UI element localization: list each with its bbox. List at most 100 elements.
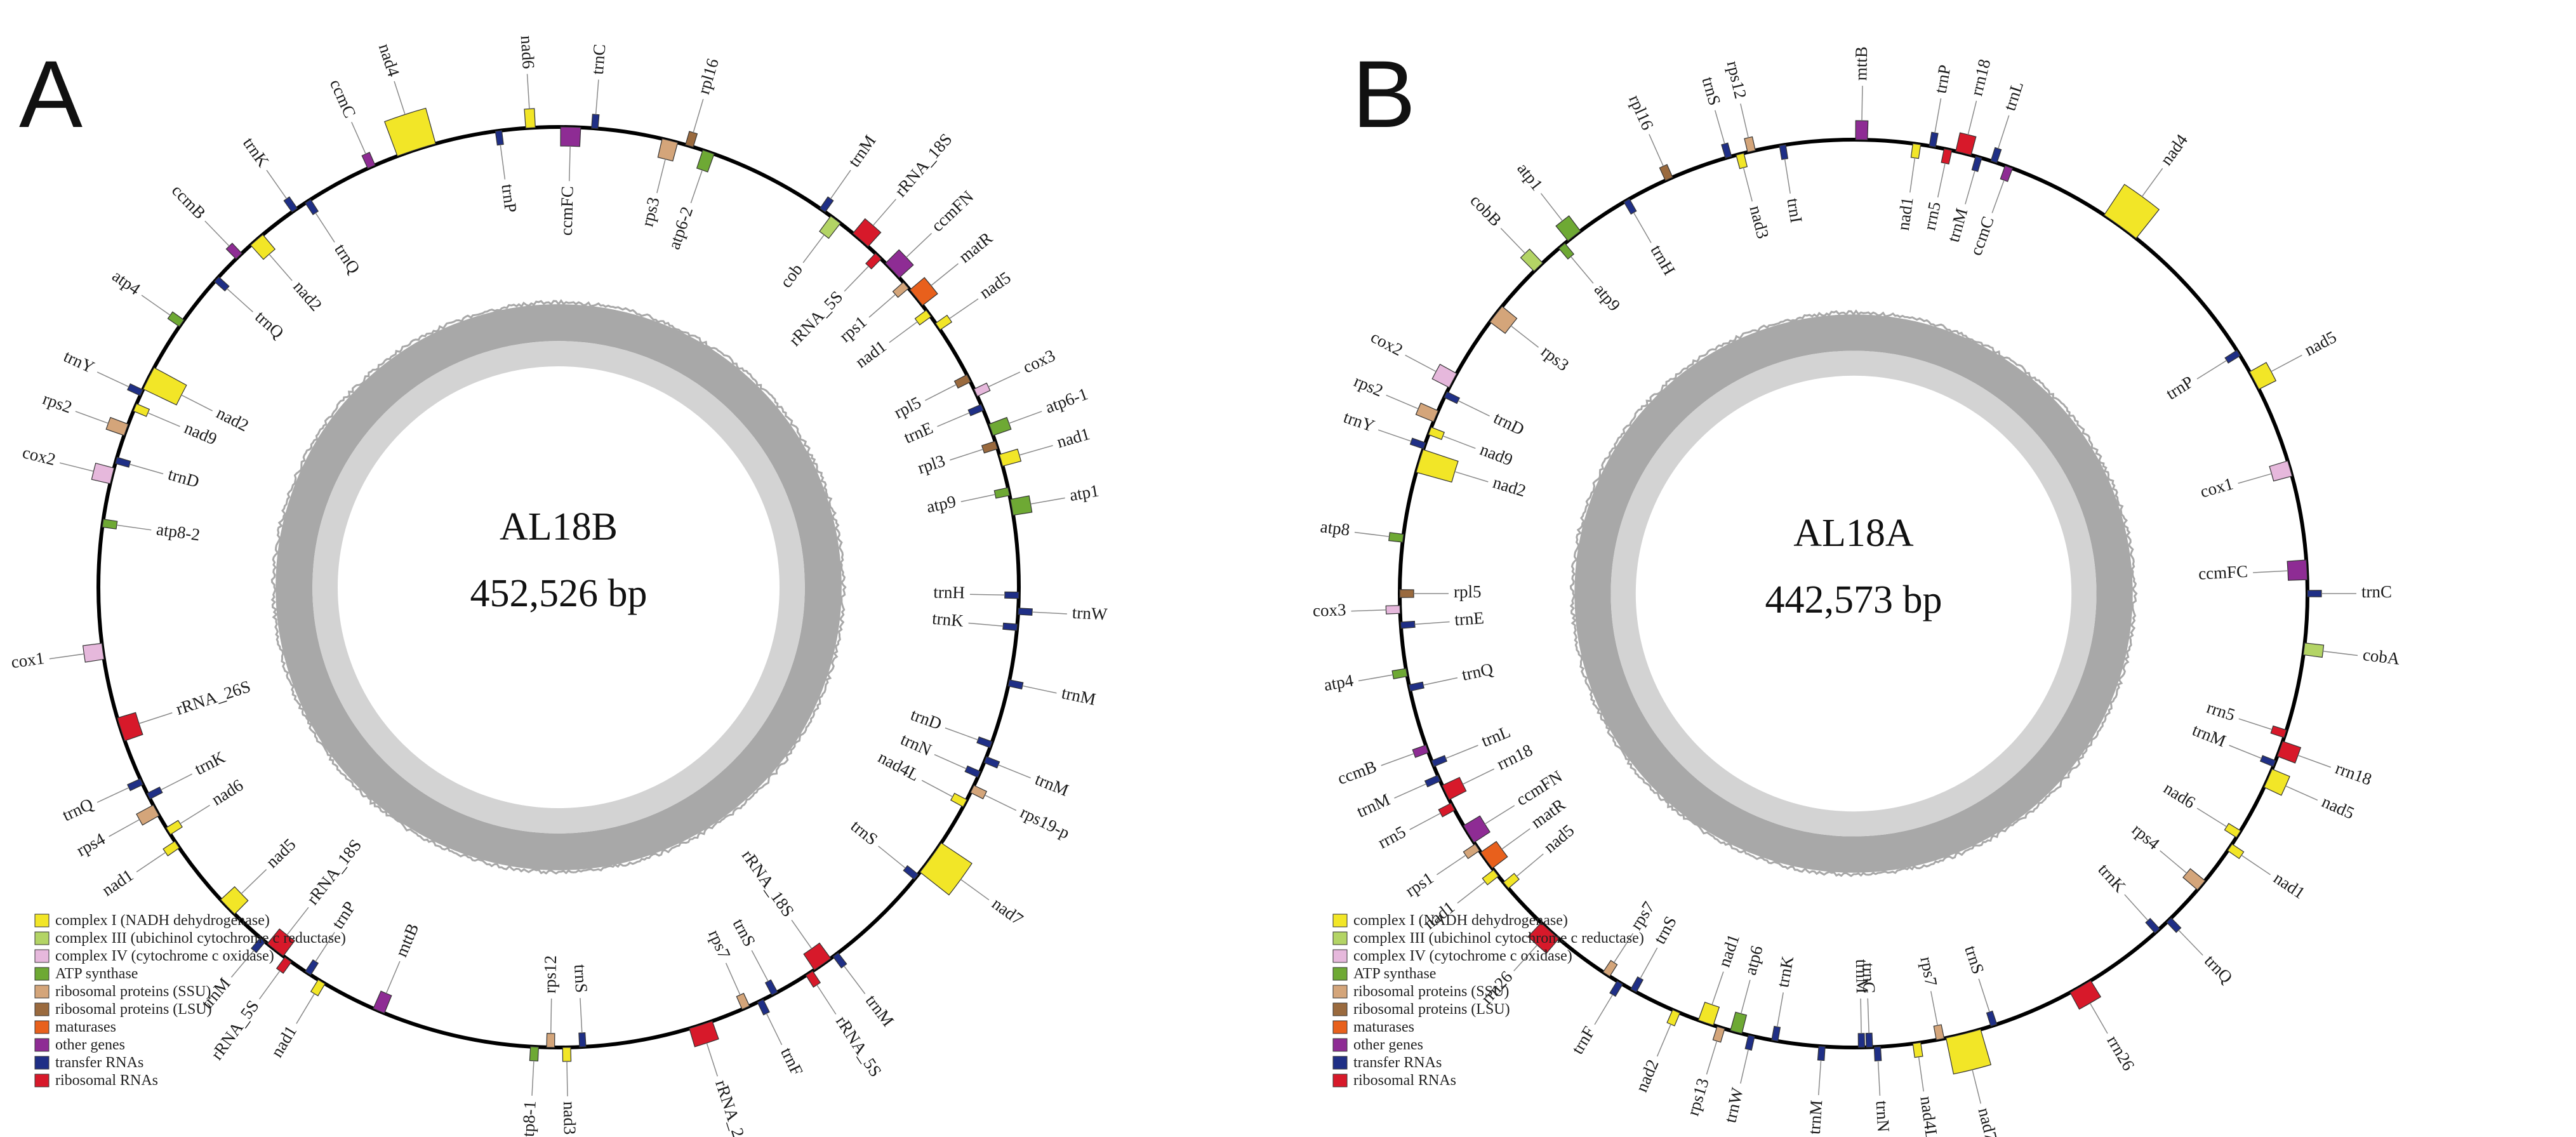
gene-leader-line — [1640, 947, 1658, 979]
gene-leader-line — [1442, 435, 1476, 449]
gene-block — [805, 970, 821, 988]
gene-block — [133, 403, 150, 417]
gene-block — [1489, 305, 1518, 334]
gene-leader-line — [950, 449, 983, 461]
gene-block — [685, 131, 698, 148]
gene-block — [696, 149, 715, 173]
gene-block — [914, 309, 932, 326]
legend-swatch — [34, 967, 50, 981]
gene-leader-line — [802, 234, 825, 263]
gene-block — [1744, 1034, 1755, 1051]
gene-block — [2269, 460, 2293, 482]
gene-leader-line — [258, 970, 281, 1000]
legend-swatch — [1332, 1056, 1348, 1070]
gene-block — [2182, 868, 2206, 891]
gene-block — [852, 218, 882, 248]
gene-block — [2276, 741, 2302, 764]
gene-leader-line — [1918, 1056, 1924, 1092]
gene-label: nad3 — [560, 1101, 580, 1135]
legend-swatch — [1332, 949, 1348, 963]
gene-leader-line — [181, 394, 213, 411]
gene-leader-line — [1972, 1069, 1982, 1104]
gene-label: rps12 — [540, 955, 560, 994]
gene-leader-line — [2124, 894, 2149, 921]
gene-leader-line — [1436, 854, 1466, 875]
gene-label: cox1 — [10, 648, 46, 672]
legend-swatch — [34, 931, 50, 945]
gene-block — [2103, 183, 2160, 239]
gene-block — [2224, 823, 2241, 838]
gene-block — [276, 956, 292, 974]
gene-leader-line — [147, 412, 180, 427]
gene-leader-line — [830, 170, 851, 199]
gene-block — [885, 249, 914, 279]
gene-block — [993, 487, 1011, 499]
legend-label: complex IV (cytochrome c oxidase) — [55, 948, 274, 964]
gene-block — [220, 886, 249, 915]
gene-block — [1855, 120, 1869, 140]
gene-block — [560, 126, 581, 147]
gene-label: trnM — [1852, 959, 1872, 994]
legend-label: other genes — [55, 1037, 125, 1053]
gene-block — [2000, 165, 2014, 182]
gene-label: mttB — [1851, 46, 1871, 81]
panel-b-genome-size: 442,573 bp — [1765, 578, 1942, 622]
gene-block — [764, 979, 778, 996]
legend-label: other genes — [1353, 1037, 1423, 1053]
gene-leader-line — [1965, 170, 1975, 204]
gene-block — [1391, 668, 1408, 680]
gene-block — [1602, 960, 1618, 977]
gene-leader-line — [1934, 98, 1942, 133]
gene-leader-line — [1030, 497, 1065, 505]
gene-leader-line — [296, 993, 315, 1024]
gene-block — [167, 311, 185, 328]
legend-label: complex IV (cytochrome c oxidase) — [1353, 948, 1572, 964]
gene-leader-line — [141, 295, 171, 316]
gene-leader-line — [1967, 100, 1977, 135]
gene-block — [1721, 142, 1732, 159]
gene-block — [305, 959, 319, 976]
gene-leader-line — [2238, 473, 2272, 484]
gene-leader-line — [2196, 360, 2227, 380]
gene-leader-line — [872, 199, 896, 226]
gene-block — [2166, 917, 2182, 933]
gene-block — [2145, 917, 2160, 934]
gene-leader-line — [2196, 808, 2227, 827]
legend-swatch — [1332, 914, 1348, 928]
gene-leader-line — [500, 144, 506, 180]
gene-block — [2227, 843, 2245, 860]
gene-leader-line — [960, 879, 990, 901]
panel-a-gc-ring — [270, 299, 847, 875]
gene-leader-line — [1381, 753, 1414, 766]
gene-block — [1480, 841, 1508, 869]
gene-block — [689, 1020, 719, 1047]
gene-leader-line — [1019, 445, 1053, 456]
legend-swatch — [1332, 967, 1348, 981]
gene-leader-line — [129, 463, 164, 475]
panel-b-legend: complex I (NADH dehydrogenase)complex II… — [1332, 912, 1644, 1089]
gene-block — [283, 196, 298, 213]
gene-leader-line — [791, 919, 813, 949]
gene-block — [988, 416, 1012, 436]
gene-block — [973, 382, 991, 397]
gene-leader-line — [2178, 929, 2203, 956]
gene-block — [1009, 495, 1033, 516]
gene-block — [495, 130, 504, 146]
panel-a-genome-size: 452,526 bp — [470, 572, 647, 615]
panel-a-genome-circle — [96, 125, 1021, 1049]
gene-label: trnC — [588, 43, 609, 75]
gene-leader-line — [59, 462, 94, 472]
gene-block — [91, 462, 115, 484]
gene-leader-line — [1937, 163, 1946, 198]
gene-leader-line — [1540, 193, 1563, 222]
legend-swatch — [34, 985, 50, 999]
panel-a-legend: complex I (NADH dehydrogenase)complex II… — [34, 912, 346, 1089]
legend-swatch — [1332, 1038, 1348, 1052]
gene-block — [267, 928, 296, 957]
gene-block — [529, 1046, 540, 1061]
gene-leader-line — [138, 712, 173, 724]
gene-leader-line — [2160, 850, 2188, 874]
gene-block — [1431, 755, 1448, 768]
gene-block — [935, 314, 953, 331]
